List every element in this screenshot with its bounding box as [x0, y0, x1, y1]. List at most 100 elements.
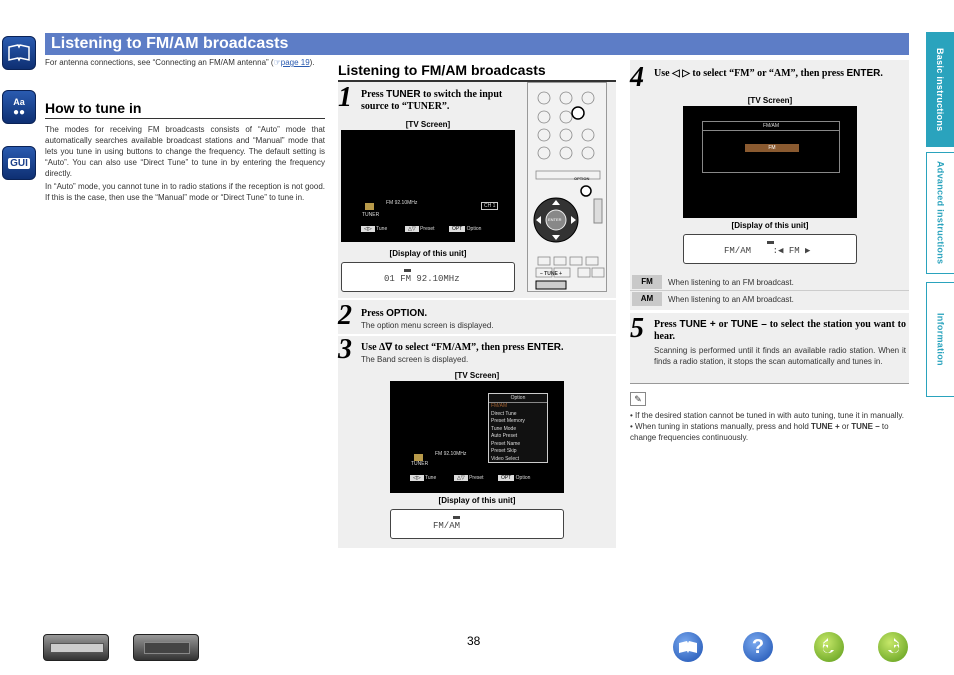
band-desc-fm: When listening to an FM broadcast. — [668, 278, 794, 287]
note-item: • When tuning in stations manually, pres… — [630, 422, 889, 442]
band-row-am: AM When listening to an AM broadcast. — [630, 291, 909, 308]
step-3-tv-label: [TV Screen] — [454, 371, 500, 380]
page-19-link[interactable]: page 19 — [280, 58, 310, 67]
note-item: • If the desired station cannot be tuned… — [630, 411, 904, 420]
option-menu-item-video-select[interactable]: Video Select — [491, 455, 519, 462]
display-icon[interactable] — [133, 634, 199, 661]
step-4-title: Use ◁ ▷ to select “FM” or “AM”, then pre… — [654, 68, 883, 79]
index-icon-label: Aa — [13, 96, 25, 107]
step-2-box — [338, 300, 616, 334]
option-menu-item-preset-name[interactable]: Preset Name — [491, 440, 521, 447]
remote-tune-label: – TUNE + — [540, 271, 563, 277]
tv-freq: FM 92.10MHz — [386, 200, 418, 206]
step-1-tv-label: [TV Screen] — [405, 120, 451, 129]
step-1-tv-screen: FM 92.10MHz CH 1 TUNER ◁▷ Tune △▽ Preset… — [341, 130, 515, 242]
step-1-number: 1 — [338, 82, 352, 113]
step-5-sub: Scanning is performed until it finds an … — [654, 346, 906, 366]
tv-btn-option: OPT Option — [498, 475, 530, 481]
section-heading: Listening to FM/AM broadcasts — [338, 62, 546, 78]
option-menu: Option FM/AM Direct Tune Preset Memory T… — [488, 393, 548, 463]
section-divider — [338, 80, 616, 82]
option-menu-item-preset-skip[interactable]: Preset Skip — [491, 448, 517, 454]
step-3-title: Use Δ∇ to select “FM/AM”, then press ENT… — [361, 342, 564, 353]
step-1-title: Press TUNER to switch the input source t… — [361, 89, 503, 112]
step-4-display-text: FM/AM :◀ FM ▶ — [724, 246, 811, 256]
tab-information-label: Information — [935, 313, 946, 366]
tv-btn-tune: ◁▷ Tune — [361, 226, 387, 232]
step-4-tv-screen: FM/AM FM — [683, 106, 857, 218]
divider — [45, 118, 325, 119]
option-menu-item-preset-memory[interactable]: Preset Memory — [491, 418, 525, 424]
how-to-tune-paragraph-2: In “Auto” mode, you cannot tune in to ra… — [45, 182, 325, 202]
band-row-fm: FM When listening to an FM broadcast. — [630, 274, 909, 291]
contents-icon[interactable] — [673, 632, 703, 662]
remote-graphic — [533, 91, 605, 290]
band-desc-am: When listening to an AM broadcast. — [668, 295, 794, 304]
step-5-number: 5 — [630, 313, 644, 344]
option-menu-item-auto-preset[interactable]: Auto Preset — [491, 433, 518, 439]
tab-basic-label: Basic instructions — [935, 47, 945, 132]
band-tag-am: AM — [632, 292, 662, 306]
tab-information[interactable]: Information — [926, 282, 954, 397]
option-menu-item-direct-tune[interactable]: Direct Tune — [491, 410, 517, 417]
step-3-tv-screen: Option FM/AM Direct Tune Preset Memory T… — [390, 381, 564, 493]
back-icon[interactable] — [814, 632, 844, 662]
tv-btn-tune: ◁▷ Tune — [410, 475, 436, 481]
forward-icon[interactable] — [878, 632, 908, 662]
remote-enter-label: ENTER — [548, 217, 562, 222]
step-1-display: 01 FM 92.10MHz — [341, 262, 515, 292]
how-to-tune-heading: How to tune in — [45, 100, 142, 116]
option-menu-title: Option — [489, 394, 547, 403]
page-title: Listening to FM/AM broadcasts — [45, 33, 909, 55]
index-icon[interactable]: Aa ●● — [2, 90, 36, 124]
band-value[interactable]: FM — [745, 144, 799, 152]
contents-icon[interactable] — [2, 36, 36, 70]
tv-btn-preset: △▽ Preset — [454, 475, 484, 481]
step-4-display: FM/AM :◀ FM ▶ — [683, 234, 857, 264]
step-1-display-text: 01 FM 92.10MHz — [384, 274, 460, 284]
band-table: FM When listening to an FM broadcast. AM… — [630, 274, 909, 308]
step-5-title: Press TUNE + or TUNE – to select the sta… — [654, 319, 907, 342]
step-3-display-text: FM/AM — [433, 521, 461, 531]
band-tag-fm: FM — [632, 275, 662, 289]
tv-btn-option: OPT Option — [449, 226, 481, 232]
tv-btn-preset: △▽ Preset — [405, 226, 435, 232]
tuner-icon — [414, 454, 423, 461]
tab-advanced-instructions[interactable]: Advanced instructions — [926, 152, 954, 274]
band-panel-title: FM/AM — [703, 122, 839, 131]
step-4-number: 4 — [630, 62, 644, 93]
notes-divider — [630, 383, 909, 384]
step-2-sub: The option menu screen is displayed. — [361, 321, 494, 330]
step-3-display: FM/AM — [390, 509, 564, 539]
tv-channel: CH 1 — [481, 202, 499, 210]
step-3-display-label: [Display of this unit] — [438, 496, 516, 505]
step-3-number: 3 — [338, 334, 352, 365]
tv-source: TUNER — [411, 461, 429, 467]
option-menu-item-fmam[interactable]: FM/AM — [491, 403, 508, 409]
notes-list: • If the desired station cannot be tuned… — [630, 410, 909, 443]
step-3-sub: The Band screen is displayed. — [361, 355, 469, 364]
band-panel: FM/AM FM — [702, 121, 840, 173]
step-4-display-label: [Display of this unit] — [731, 221, 809, 230]
remote-tuner-label: OPTION — [574, 176, 590, 181]
step-5-box — [630, 313, 909, 383]
step-2-title: Press OPTION. — [361, 308, 427, 319]
remote-illustration: OPTION ENTER – TUNE + — [527, 82, 607, 292]
tv-freq: FM 92.10MHz — [435, 451, 467, 457]
how-to-tune-paragraph-1: The modes for receiving FM broadcasts co… — [45, 125, 325, 178]
gui-icon[interactable]: GUI — [2, 146, 36, 180]
pencil-icon: ✎ — [630, 392, 646, 406]
tv-source: TUNER — [362, 212, 380, 218]
step-2-number: 2 — [338, 300, 352, 331]
step-4-tv-label: [TV Screen] — [747, 96, 793, 105]
tuner-icon — [365, 203, 374, 210]
front-panel-icon[interactable] — [43, 634, 109, 661]
gui-icon-label: GUI — [8, 157, 30, 169]
help-icon[interactable]: ? — [743, 632, 773, 662]
tab-basic-instructions[interactable]: Basic instructions — [926, 32, 954, 147]
tab-advanced-label: Advanced instructions — [935, 161, 946, 265]
page-number: 38 — [467, 634, 481, 648]
step-1-display-label: [Display of this unit] — [389, 249, 467, 258]
option-menu-item-tune-mode[interactable]: Tune Mode — [491, 425, 517, 432]
intro-text: For antenna connections, see “Connecting… — [45, 58, 315, 67]
